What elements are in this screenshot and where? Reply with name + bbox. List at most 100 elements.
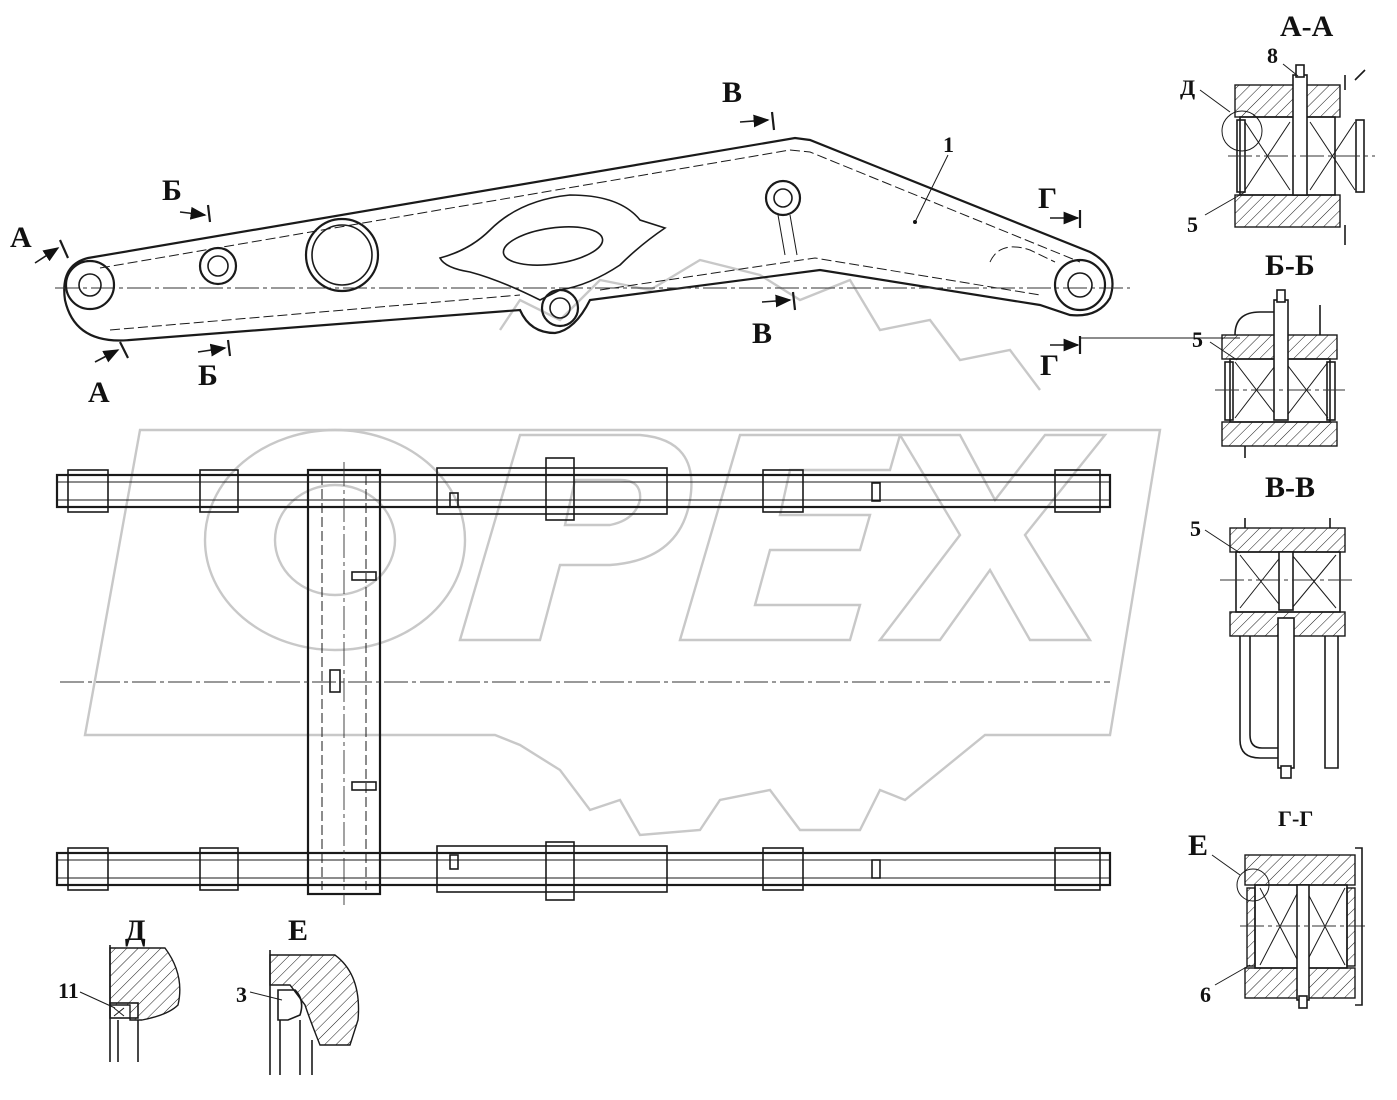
watermark-letter-p bbox=[458, 433, 693, 642]
detail-e-title: Е bbox=[288, 914, 308, 947]
cut-tick-b-bottom bbox=[226, 339, 232, 357]
section-vv: В-В 5 bbox=[1190, 471, 1352, 779]
aa-detail-d-circle bbox=[1221, 110, 1263, 152]
cut-label-a-bottom: А bbox=[88, 376, 110, 409]
beam-bottom bbox=[55, 851, 1112, 887]
arm-inner-weld-bottom bbox=[109, 257, 1041, 331]
boss-g-inner bbox=[1067, 272, 1093, 298]
vv-5-leader bbox=[1204, 529, 1241, 554]
vv-bushing-diagonals bbox=[1239, 554, 1337, 609]
d-housing bbox=[109, 947, 181, 1021]
detail-d-title: Д bbox=[125, 914, 146, 947]
aa-break-lines bbox=[1344, 69, 1366, 245]
top-boss-1 bbox=[67, 469, 109, 513]
section-cut-marks: А А Б Б В В Г Г bbox=[10, 76, 1240, 409]
d-seal-cross bbox=[113, 1007, 125, 1017]
boss-v-grease-channel bbox=[777, 214, 798, 256]
top-nipple-1 bbox=[449, 492, 459, 508]
boss-g-outer bbox=[1053, 258, 1107, 312]
boss-v-inner bbox=[773, 188, 793, 208]
boss-lower-outer bbox=[540, 288, 580, 328]
beam-top bbox=[55, 473, 1112, 509]
e-callout-3: 3 bbox=[236, 982, 247, 1007]
vv-grease-line-left bbox=[1239, 636, 1278, 759]
vv-callout-5: 5 bbox=[1190, 516, 1201, 541]
bb-bottom-wall bbox=[1221, 421, 1338, 447]
watermark-gear-teeth bbox=[499, 258, 1041, 391]
bottom-boss-3 bbox=[762, 847, 804, 891]
cut-arrow-v-top bbox=[739, 114, 770, 128]
gg-grease-fitting bbox=[1298, 995, 1308, 1009]
vv-pin-lower bbox=[1277, 617, 1295, 769]
d-11-leader bbox=[79, 991, 116, 1009]
bottom-boss-4 bbox=[1054, 847, 1101, 891]
gg-break-lines bbox=[1355, 847, 1363, 1006]
cut-arrow-a-bottom bbox=[94, 349, 120, 363]
bb-pin bbox=[1273, 299, 1289, 421]
cut-tick-v-bottom bbox=[791, 291, 797, 311]
aa-grease-fitting bbox=[1295, 64, 1305, 78]
callout-1-dot bbox=[913, 220, 917, 224]
top-boss-3 bbox=[762, 469, 804, 513]
arm-inner-weld-top bbox=[99, 149, 1081, 269]
cut-arrow-b-bottom bbox=[197, 343, 227, 357]
gg-seal-left bbox=[1246, 887, 1256, 967]
cut-label-g-top: Г bbox=[1038, 182, 1057, 215]
watermark bbox=[83, 258, 1162, 837]
cross-tube-nipple bbox=[329, 669, 341, 693]
bb-callout-5: 5 bbox=[1192, 327, 1203, 352]
cut-tick-b-top bbox=[206, 204, 212, 223]
bb-seal-right bbox=[1326, 361, 1336, 421]
aa-top-wall bbox=[1234, 84, 1341, 118]
section-aa-title: А-А bbox=[1280, 10, 1334, 43]
e-housing bbox=[269, 954, 360, 1046]
boss-a-outer bbox=[64, 259, 116, 311]
section-gg: Г-Г Е 6 bbox=[1188, 806, 1365, 1009]
plan-view bbox=[55, 457, 1112, 905]
bb-break-lines bbox=[1244, 305, 1321, 458]
e-bushing-lines bbox=[269, 950, 313, 1075]
gg-seal-right bbox=[1346, 887, 1356, 967]
bottom-nipple-1 bbox=[449, 854, 459, 870]
cut-arrow-a-top bbox=[34, 247, 60, 264]
watermark-letter-e bbox=[678, 433, 902, 642]
arm-outline bbox=[63, 136, 1114, 342]
detail-d: Д 11 bbox=[58, 914, 181, 1062]
gg-e-leader bbox=[1211, 854, 1241, 876]
d-bushing-lines bbox=[109, 945, 139, 1062]
top-boss-2 bbox=[199, 469, 239, 513]
aa-d-leader bbox=[1199, 89, 1231, 113]
aa-8-leader bbox=[1282, 63, 1299, 77]
cut-tick-v-top bbox=[770, 111, 776, 131]
e-3-leader bbox=[249, 991, 283, 1001]
boss-b-outer bbox=[198, 246, 238, 286]
cut-label-g-bottom: Г bbox=[1040, 349, 1059, 382]
cut-arrow-v-bottom bbox=[761, 294, 792, 308]
boss-b-inner bbox=[207, 255, 229, 277]
cut-label-a-top: А bbox=[10, 221, 32, 254]
cross-tube-slot-2 bbox=[351, 781, 377, 791]
aa-callout-d: Д bbox=[1180, 75, 1195, 100]
top-lug bbox=[545, 457, 575, 521]
bb-grease-line bbox=[1234, 311, 1274, 336]
watermark-gear bbox=[83, 428, 1162, 837]
cross-tube-slot-1 bbox=[351, 571, 377, 581]
vv-grease-fitting bbox=[1280, 765, 1292, 779]
arm-end-hidden-line bbox=[989, 246, 1056, 263]
top-boss-4 bbox=[1054, 469, 1101, 513]
cut-label-v-bottom: В bbox=[752, 317, 772, 350]
cut-label-b-bottom: Б bbox=[198, 359, 218, 392]
bb-5-leader bbox=[1209, 341, 1238, 361]
gg-detail-e-circle bbox=[1236, 868, 1270, 902]
detail-e: Е 3 bbox=[236, 914, 360, 1075]
bottom-boss-2 bbox=[199, 847, 239, 891]
cut-label-b-top: Б bbox=[162, 174, 182, 207]
gg-pin bbox=[1296, 884, 1310, 1001]
aa-callout-8: 8 bbox=[1267, 43, 1278, 68]
e-seal bbox=[277, 989, 303, 1021]
section-aa: А-А Д 8 5 bbox=[1180, 10, 1375, 245]
gg-6-leader bbox=[1214, 964, 1251, 986]
boss-v-outer bbox=[764, 179, 802, 217]
